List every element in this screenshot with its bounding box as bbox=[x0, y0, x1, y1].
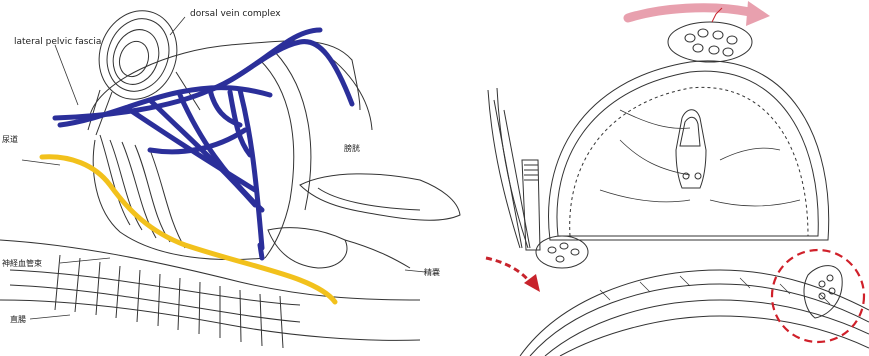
label-urethra: 尿道 bbox=[2, 134, 18, 144]
neurovascular-bundle-path bbox=[42, 157, 335, 302]
label-dorsal-vein-complex: dorsal vein complex bbox=[190, 9, 281, 19]
bladder-outline bbox=[268, 174, 460, 268]
highlight-circle bbox=[772, 250, 864, 342]
surgical-instrument bbox=[488, 88, 540, 250]
dashed-red-arrow bbox=[486, 258, 530, 282]
top-bundle-cluster bbox=[668, 8, 752, 62]
rectal-wall-layers bbox=[520, 270, 869, 356]
prostate-cross-section bbox=[549, 61, 829, 240]
label-bladder: 膀胱 bbox=[344, 143, 360, 153]
label-lateral-pelvic-fascia: lateral pelvic fascia bbox=[14, 37, 101, 47]
left-bundle-cluster bbox=[536, 236, 588, 268]
right-panel-illustration bbox=[488, 1, 869, 356]
label-neurovascular-bundle: 神経血管束 bbox=[2, 258, 42, 268]
rotation-arrow bbox=[628, 8, 750, 18]
right-bundle-cluster bbox=[804, 266, 842, 318]
rectum-outline bbox=[0, 240, 420, 348]
label-seminal-vesicle: 精嚢 bbox=[424, 267, 440, 277]
prostate-outline bbox=[90, 41, 372, 260]
rotation-arrow-head bbox=[746, 1, 770, 26]
label-rectum: 直腸 bbox=[10, 314, 26, 324]
